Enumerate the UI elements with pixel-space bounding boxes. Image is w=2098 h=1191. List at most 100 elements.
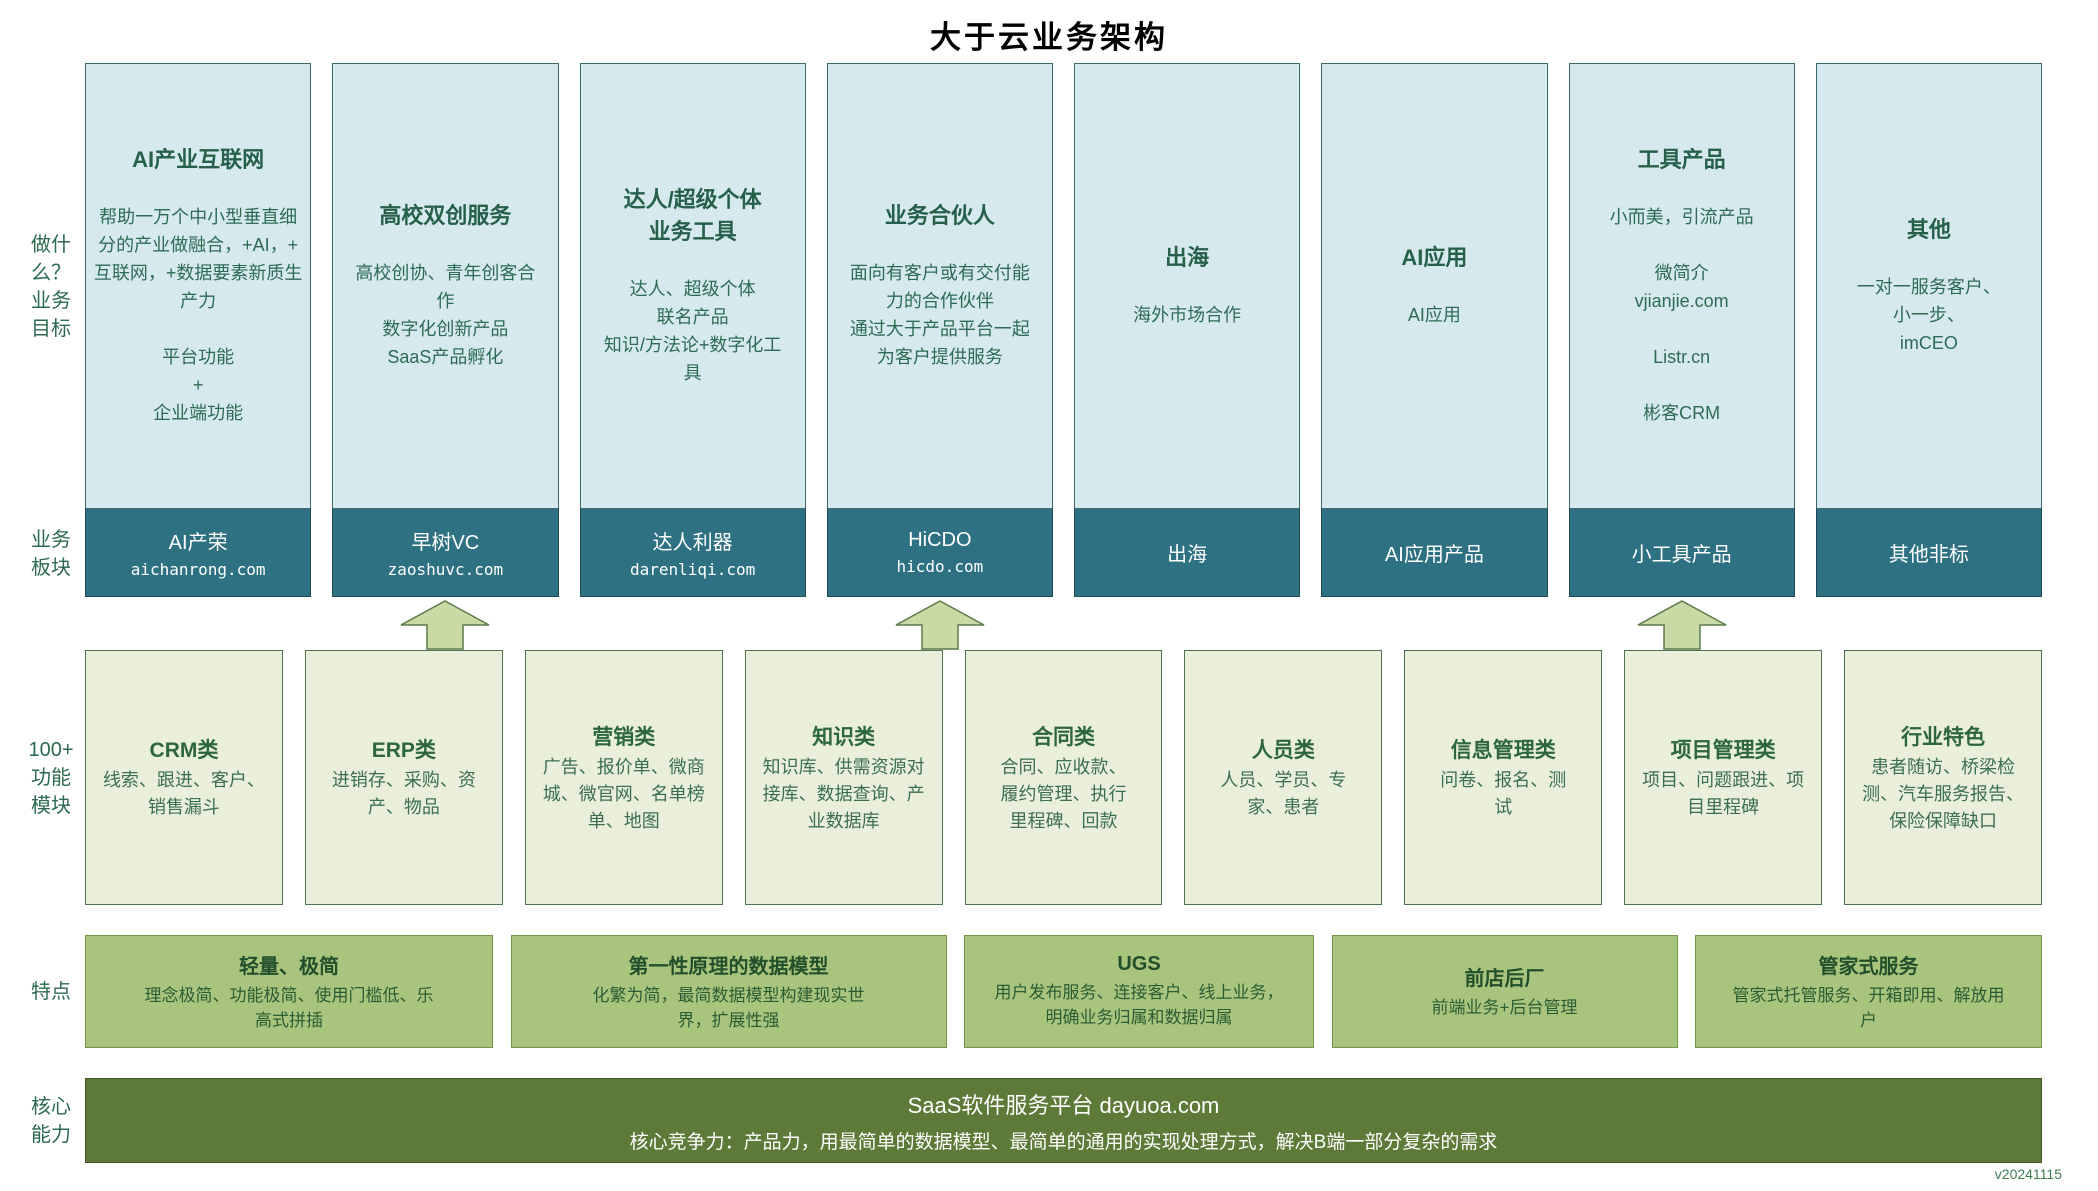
up-arrow-icon — [1637, 600, 1726, 650]
segment-name: HiCDO — [908, 529, 972, 551]
module-title: 项目管理类 — [1670, 739, 1776, 762]
pillar-column-business-partner: 业务合伙人 面向有客户或有交付能 力的合作伙伴 通过大于产品平台一起 为客户提供… — [826, 63, 1053, 597]
module-body: 广告、报价单、微商 城、微官网、名单榜 单、地图 — [542, 756, 705, 831]
pillar-column-tool-products: 工具产品 小而美，引流产品 微简介 vjianjie.com Listr.cn … — [1568, 63, 1795, 597]
row-label-core: 核心 能力 — [31, 1095, 71, 1146]
segment-band: 小工具产品 — [1568, 509, 1795, 597]
feature-card-butler-service: 管家式服务 管家式托管服务、开箱即用、解放用 户 — [1695, 935, 2042, 1048]
module-title: 人员类 — [1251, 739, 1315, 762]
segment-name: 达人利器 — [652, 532, 733, 554]
core-platform-title: SaaS软件服务平台 dayuoa.com — [907, 1092, 1220, 1118]
segment-domain: aichanrong.com — [130, 560, 266, 579]
module-card-industry: 行业特色 患者随访、桥梁检 测、汽车服务报告、 保险保障缺口 — [1844, 650, 2043, 905]
segment-band: AI应用产品 — [1321, 509, 1548, 597]
goal-box: AI应用 AI应用 — [1321, 63, 1548, 509]
module-body: 患者随访、桥梁检 测、汽车服务报告、 保险保障缺口 — [1862, 756, 2025, 831]
feature-body: 理念极简、功能极简、使用门槛低、乐 高式拼插 — [144, 985, 434, 1030]
goal-title: AI产业互联网 — [132, 147, 265, 173]
module-card-project-management: 项目管理类 项目、问题跟进、项 目里程碑 — [1624, 650, 1823, 905]
pillar-column-ai-industry: AI产业互联网 帮助一万个中小型垂直细 分的产业做融合，+AI，+ 互联网，+数… — [85, 63, 312, 597]
core-platform-bar: SaaS软件服务平台 dayuoa.com 核心竞争力：产品力，用最简单的数据模… — [85, 1078, 2042, 1163]
pillar-row: AI产业互联网 帮助一万个中小型垂直细 分的产业做融合，+AI，+ 互联网，+数… — [85, 63, 2042, 597]
feature-title: 轻量、极简 — [239, 955, 339, 978]
goal-box: AI产业互联网 帮助一万个中小型垂直细 分的产业做融合，+AI，+ 互联网，+数… — [85, 63, 312, 509]
pillar-column-other: 其他 一对一服务客户、 小一步、 imCEO 其他非标 — [1815, 63, 2042, 597]
module-card-crm: CRM类 线索、跟进、客户、 销售漏斗 — [85, 650, 283, 905]
feature-title: 前店后厂 — [1464, 968, 1545, 991]
segment-name: 其他非标 — [1888, 544, 1969, 566]
goal-title: 其他 — [1906, 217, 1951, 243]
goal-box: 出海 海外市场合作 — [1074, 63, 1301, 509]
segment-domain: darenliqi.com — [630, 560, 756, 579]
goal-box: 达人/超级个体 业务工具 达人、超级个体 联名产品 知识/方法论+数字化工 具 — [579, 63, 806, 509]
goal-box: 业务合伙人 面向有客户或有交付能 力的合作伙伴 通过大于产品平台一起 为客户提供… — [826, 63, 1053, 509]
segment-name: 早树VC — [411, 532, 480, 554]
feature-row: 轻量、极简 理念极简、功能极简、使用门槛低、乐 高式拼插 第一性原理的数据模型 … — [85, 935, 2042, 1048]
goal-title: AI应用 — [1401, 245, 1468, 271]
row-label-goals: 做什 么？ 业务 目标 — [31, 233, 71, 340]
module-body: 项目、问题跟进、项 目里程碑 — [1642, 770, 1805, 817]
goal-body: 达人、超级个体 联名产品 知识/方法论+数字化工 具 — [603, 279, 782, 383]
segment-domain: zaoshuvc.com — [387, 560, 504, 579]
segment-band: 早树VC zaoshuvc.com — [332, 509, 559, 597]
feature-title: 第一性原理的数据模型 — [628, 955, 829, 978]
segment-band: AI产荣 aichanrong.com — [85, 509, 312, 597]
module-card-erp: ERP类 进销存、采购、资 产、物品 — [304, 650, 503, 905]
feature-body: 前端业务+后台管理 — [1431, 998, 1578, 1018]
feature-title: 管家式服务 — [1818, 955, 1919, 978]
module-card-info-management: 信息管理类 问卷、报名、测 试 — [1404, 650, 1603, 905]
feature-card-data-model: 第一性原理的数据模型 化繁为简，最简数据模型构建现实世 界，扩展性强 — [510, 935, 947, 1048]
feature-title: UGS — [1117, 952, 1161, 975]
core-competitiveness-text: 核心竞争力：产品力，用最简单的数据模型、最简单的通用的实现处理方式，解决B端一部… — [629, 1131, 1498, 1153]
module-title: 行业特色 — [1901, 725, 1986, 749]
goal-title: 工具产品 — [1637, 147, 1726, 173]
goal-title: 高校双创服务 — [379, 203, 512, 229]
goal-body: 一对一服务客户、 小一步、 imCEO — [1856, 277, 2001, 353]
module-card-knowledge: 知识类 知识库、供需资源对 接库、数据查询、产 业数据库 — [744, 650, 943, 905]
module-title: CRM类 — [149, 739, 219, 762]
goal-box: 其他 一对一服务客户、 小一步、 imCEO — [1815, 63, 2042, 509]
up-arrow-icon — [401, 600, 490, 650]
segment-band: 达人利器 darenliqi.com — [579, 509, 806, 597]
module-title: 合同类 — [1032, 725, 1095, 749]
module-body: 合同、应收款、 履约管理、执行 里程碑、回款 — [1000, 756, 1127, 831]
up-arrow-icon — [895, 600, 985, 650]
row-label-segments: 业务 板块 — [31, 528, 71, 579]
pillar-column-overseas: 出海 海外市场合作 出海 — [1074, 63, 1301, 597]
module-body: 问卷、报名、测 试 — [1440, 770, 1567, 817]
segment-band: HiCDO hicdo.com — [826, 509, 1053, 597]
goal-title: 业务合伙人 — [884, 203, 995, 229]
module-title: 知识类 — [812, 725, 876, 749]
feature-body: 管家式托管服务、开箱即用、解放用 户 — [1732, 985, 2005, 1030]
pillar-column-ai-apps: AI应用 AI应用 AI应用产品 — [1321, 63, 1548, 597]
feature-body: 用户发布服务、连接客户、线上业务， 明确业务归属和数据归属 — [994, 982, 1284, 1027]
module-title: ERP类 — [371, 739, 436, 762]
feature-card-ugs: UGS 用户发布服务、连接客户、线上业务， 明确业务归属和数据归属 — [964, 935, 1314, 1048]
arrow-row — [85, 596, 2042, 650]
module-card-contract: 合同类 合同、应收款、 履约管理、执行 里程碑、回款 — [964, 650, 1163, 905]
page-title: 大于云业务架构 — [930, 20, 1168, 55]
pillar-column-creator-tools: 达人/超级个体 业务工具 达人、超级个体 联名产品 知识/方法论+数字化工 具 … — [579, 63, 806, 597]
row-label-modules: 100+ 功能 模块 — [28, 738, 74, 817]
segment-name: AI产荣 — [168, 532, 228, 554]
segment-domain: hicdo.com — [896, 557, 984, 576]
module-body: 进销存、采购、资 产、物品 — [331, 770, 476, 817]
pillar-column-university: 高校双创服务 高校创协、青年创客合 作 数字化创新产品 SaaS产品孵化 早树V… — [332, 63, 559, 597]
feature-body: 化繁为简，最简数据模型构建现实世 界，扩展性强 — [592, 985, 865, 1030]
goal-body: 高校创协、青年创客合 作 数字化创新产品 SaaS产品孵化 — [355, 263, 536, 367]
version-label: v20241115 — [1994, 1166, 2062, 1182]
module-card-marketing: 营销类 广告、报价单、微商 城、微官网、名单榜 单、地图 — [524, 650, 723, 905]
goal-box: 工具产品 小而美，引流产品 微简介 vjianjie.com Listr.cn … — [1568, 63, 1795, 509]
module-card-personnel: 人员类 人员、学员、专 家、患者 — [1184, 650, 1383, 905]
module-body: 线索、跟进、客户、 销售漏斗 — [102, 770, 265, 817]
goal-body: 小而美，引流产品 微简介 vjianjie.com Listr.cn 彬客CRM — [1609, 207, 1754, 423]
module-title: 信息管理类 — [1450, 739, 1556, 762]
module-body: 人员、学员、专 家、患者 — [1220, 770, 1347, 817]
goal-box: 高校双创服务 高校创协、青年创客合 作 数字化创新产品 SaaS产品孵化 — [332, 63, 559, 509]
goal-title: 达人/超级个体 业务工具 — [623, 187, 762, 245]
segment-band: 其他非标 — [1815, 509, 2042, 597]
module-body: 知识库、供需资源对 接库、数据查询、产 业数据库 — [762, 756, 925, 831]
row-label-features: 特点 — [31, 980, 71, 1003]
goal-body: 海外市场合作 — [1133, 305, 1242, 325]
